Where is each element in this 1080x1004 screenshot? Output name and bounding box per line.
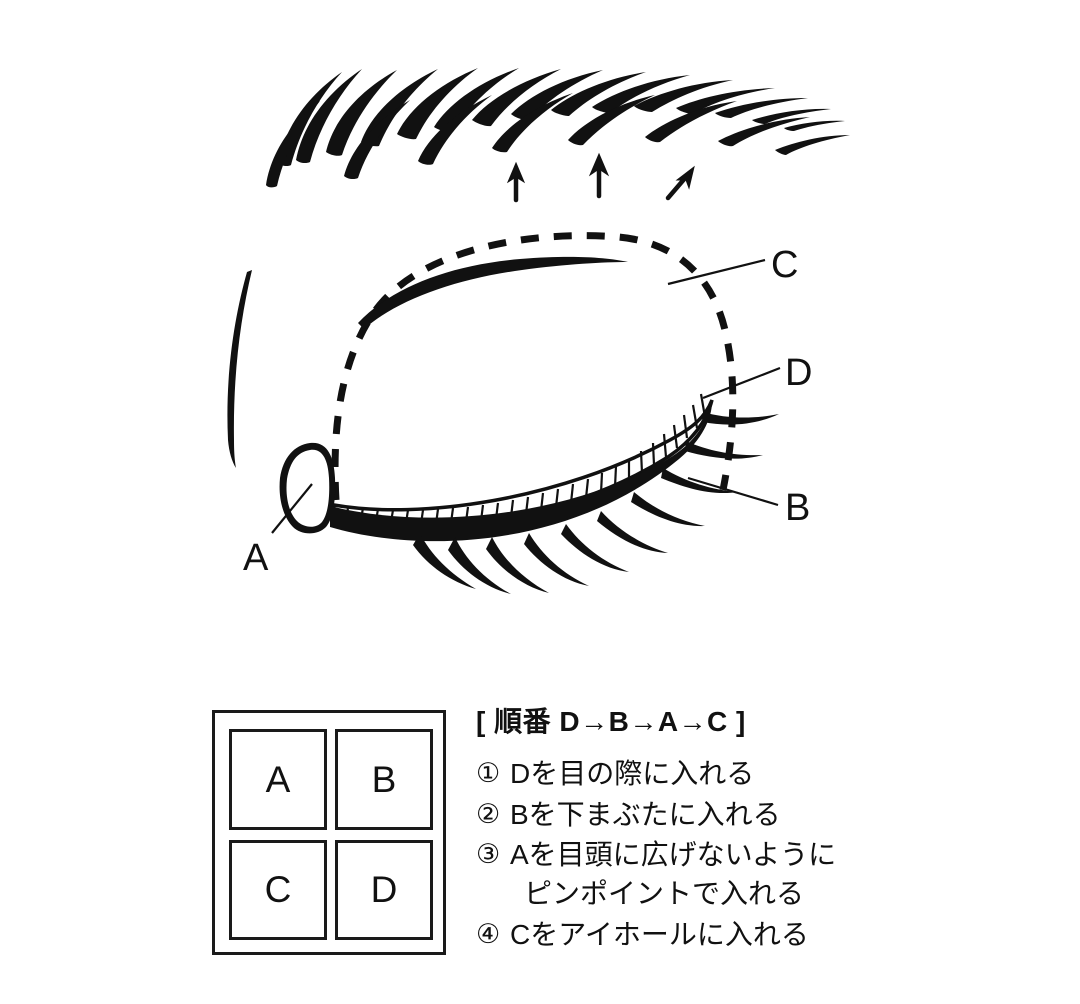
label-d: D xyxy=(785,352,812,394)
eye-diagram-svg: C D B A xyxy=(227,68,850,594)
leader-line-b xyxy=(687,476,779,507)
label-c: C xyxy=(771,244,798,286)
instruction-marker-2: ② xyxy=(476,798,501,829)
lash-line-band xyxy=(331,393,714,528)
instruction-item-3: ③ Aを目頭に広げないように ピンポイントで入れる xyxy=(476,836,1016,913)
label-a: A xyxy=(243,537,269,579)
arrow-up-right-3 xyxy=(665,165,695,201)
palette-cell-a[interactable]: A xyxy=(229,729,327,830)
lid-crease-line xyxy=(358,256,628,329)
direction-arrows xyxy=(506,152,695,203)
eyehole-dashed-outline xyxy=(331,232,737,501)
palette-cell-b[interactable]: B xyxy=(335,729,433,830)
face-contour-line xyxy=(227,270,252,468)
label-b: B xyxy=(785,487,810,529)
palette-cell-a-label: A xyxy=(265,758,291,800)
instruction-marker-1: ① xyxy=(476,758,501,788)
eyebrow xyxy=(266,68,850,188)
instruction-text-1-main: Dを目の際に入れる xyxy=(510,758,755,789)
instruction-item-1: ① Dを目の際に入れる xyxy=(476,755,1016,794)
eyeshadow-palette: A B C D xyxy=(212,710,446,955)
palette-cell-b-label: B xyxy=(371,758,397,800)
instruction-text-4-main: Cをアイホールに入れる xyxy=(510,918,809,950)
instruction-text-3-main: Aを目頭に広げないように xyxy=(510,839,837,871)
leader-lines xyxy=(271,258,781,534)
instruction-marker-3: ③ xyxy=(476,839,501,870)
instruction-item-2: ② Bを下まぶたに入れる xyxy=(476,796,1016,835)
instruction-text-1: Dを目の際に入れる xyxy=(510,755,1016,794)
palette-cell-c[interactable]: C xyxy=(229,839,327,940)
bottom-section: A B C D [ 順番 D→B→A→C ] ① Dを目の xyxy=(0,660,1080,1004)
instruction-text-2: Bを下まぶたに入れる xyxy=(510,796,1016,835)
eye-makeup-diagram: C D B A xyxy=(227,68,850,594)
arrow-up-1 xyxy=(506,161,526,203)
palette-cell-d[interactable]: D xyxy=(335,839,433,940)
instructions-heading: [ 順番 D→B→A→C ] xyxy=(476,706,746,737)
palette-cell-d-label: D xyxy=(370,869,398,911)
palette-cell-c-label: C xyxy=(264,869,292,911)
instruction-text-3: Aを目頭に広げないように ピンポイントで入れる xyxy=(510,836,1016,913)
instruction-text-3-continuation: ピンポイントで入れる xyxy=(524,877,805,909)
instructions-list: ① Dを目の際に入れる ② Bを下まぶたに入れる ③ Aを目頭に広げないように … xyxy=(476,755,1016,954)
leader-line-c xyxy=(667,258,766,286)
instruction-text-4: Cをアイホールに入れる xyxy=(510,916,1016,955)
leader-line-a xyxy=(271,483,313,534)
instruction-marker-4: ④ xyxy=(476,918,501,949)
lashes-group xyxy=(330,402,779,594)
arrow-up-2 xyxy=(588,152,610,199)
leader-line-d xyxy=(702,366,781,400)
instruction-item-4: ④ Cをアイホールに入れる xyxy=(476,916,1016,955)
instruction-text-2-main: Bを下まぶたに入れる xyxy=(510,798,781,830)
palette-grid: A B C D xyxy=(229,729,433,940)
instructions-block: [ 順番 D→B→A→C ] ① Dを目の際に入れる ② Bを下まぶたに入れる … xyxy=(476,704,1016,956)
